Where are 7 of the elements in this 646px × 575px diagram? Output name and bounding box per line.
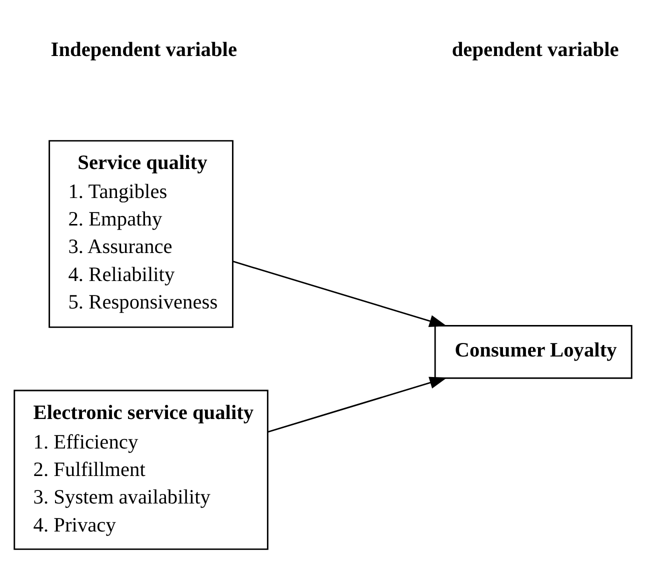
node-box: Consumer Loyalty [434,324,632,379]
arrow [232,260,447,327]
node-box: Electronic service quality 1. Efficiency 2. Fulfillment 3. System availability 4. Privacy [14,390,268,550]
arrow [268,376,448,433]
node-box: Service quality 1. Tangibles 2. Empathy 3. Assurance 4. Reliability 5. Responsiveness [48,140,234,328]
label: Independent variable [50,38,238,61]
label: dependent variable [452,38,619,61]
